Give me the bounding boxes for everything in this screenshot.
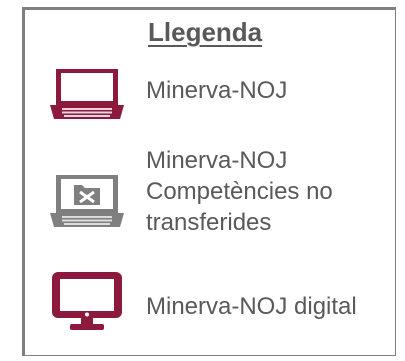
legend-item-label: Minerva-NOJ Competències no transferides bbox=[146, 147, 333, 236]
legend-title: Llegenda bbox=[148, 17, 263, 47]
legend-item-label: Minerva-NOJ digital bbox=[146, 293, 357, 320]
desktop-monitor-icon bbox=[52, 272, 122, 330]
legend-item-label: Minerva-NOJ bbox=[146, 77, 288, 104]
laptop-folder-x-icon bbox=[50, 175, 124, 227]
laptop-icon bbox=[50, 69, 124, 119]
